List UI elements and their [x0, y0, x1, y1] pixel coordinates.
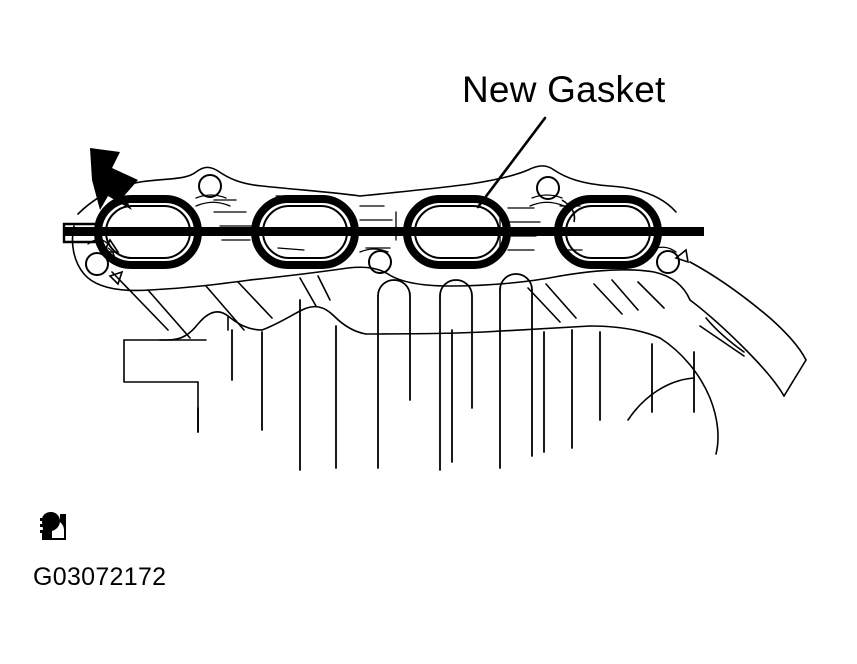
new-gasket-callout-label: New Gasket [462, 69, 666, 110]
bolt-hole [368, 250, 392, 274]
manifold-body-outline [71, 165, 807, 455]
gasket-right-tab [690, 227, 704, 236]
bolt-hole [85, 252, 109, 276]
gasket-port-2 [251, 195, 359, 269]
gasket-port-rings [94, 195, 662, 269]
figure-code-label: G03072172 [33, 563, 167, 591]
bolt-boss-wedges [102, 199, 690, 286]
manifold-runner-lines [197, 273, 695, 471]
bolt-hole [536, 176, 560, 200]
gasket-port-4 [554, 195, 662, 269]
gasket-seal-mark-icon [40, 512, 66, 540]
gasket-port-3 [403, 195, 511, 269]
gasket-connecting-bar [64, 227, 704, 236]
pointer-arrow [90, 148, 138, 210]
bolt-hole [198, 174, 222, 198]
bolt-hole [656, 250, 680, 274]
gasket-bolt-holes [85, 174, 680, 276]
gasket-port-1 [94, 195, 202, 269]
callout-leader-line [476, 116, 547, 209]
